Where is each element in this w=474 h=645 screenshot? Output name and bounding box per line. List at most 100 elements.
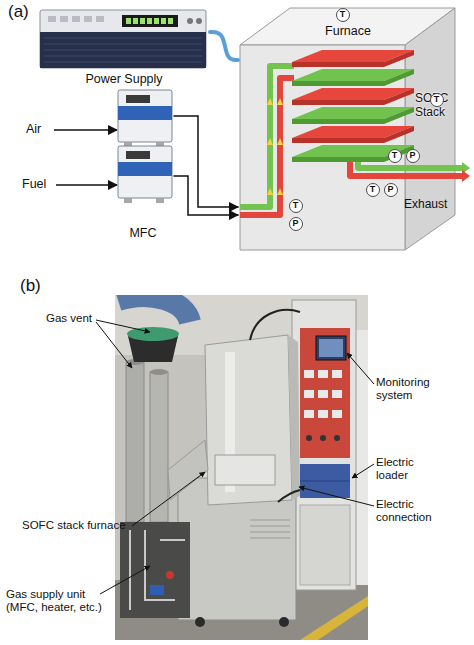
node-label: P: [385, 184, 396, 195]
stack-cabinet: [250, 538, 290, 539]
part-label: Gas supply unit (MFC, heater, etc.): [6, 588, 116, 614]
furnace-outline: [277, 188, 283, 195]
power-supply-drawing: [44, 62, 202, 63]
exhaust-chimneys: [126, 359, 208, 522]
leader-lines: [347, 353, 374, 384]
stack-cabinet: [195, 617, 205, 627]
mfc-drawing: [126, 95, 150, 103]
node-label: P: [407, 150, 418, 161]
monitoring-rack: [300, 328, 350, 458]
furnace-outline: [240, 78, 294, 215]
monitoring-rack: [334, 435, 340, 441]
gas-supply-unit: [130, 530, 185, 610]
stack-plates: [292, 138, 384, 143]
power-supply-drawing: [161, 18, 166, 24]
part-label: SOFC stack furnace: [22, 519, 147, 532]
lab-photo: [300, 596, 368, 640]
part-label: Monitoring system: [376, 376, 448, 402]
gas-supply-unit: [120, 522, 190, 618]
stack-cabinet: [250, 520, 290, 521]
leader-lines: [96, 322, 132, 368]
leader-lines: [96, 320, 150, 332]
sensor-circle: T: [430, 93, 444, 107]
cables: [250, 310, 300, 340]
monitoring-rack: [332, 410, 342, 418]
mfc-drawing: [118, 162, 172, 176]
sensor-circle: P: [384, 183, 398, 197]
vent-hood: [118, 296, 190, 322]
node-label: Furnace: [318, 24, 378, 38]
sensor-circle: T: [336, 8, 350, 22]
sensor-circle: T: [366, 183, 380, 197]
sofc-stack: SOFC Stack: [288, 48, 448, 198]
furnace-box: FurnaceSOFC StackTTTPTPTP: [238, 6, 460, 254]
exhaust-chimneys: [150, 369, 168, 375]
monitoring-rack: [306, 435, 312, 441]
monitoring-rack: [292, 300, 356, 590]
sensor-circle: P: [406, 149, 420, 163]
power-supply-drawing: [48, 16, 56, 22]
leader-lines: [132, 472, 205, 526]
power-supply-drawing: [44, 50, 202, 51]
mfc-drawing: [118, 106, 172, 120]
mfc-drawing: [156, 198, 164, 203]
mfc-drawing: [118, 90, 172, 142]
sensor-circle: P: [289, 217, 303, 231]
monitoring-rack: [318, 370, 328, 378]
panel-letter: (b): [20, 276, 41, 296]
part-label: Electric loader: [376, 456, 438, 482]
power-supply-drawing: [196, 18, 202, 24]
part-label: Gas vent: [46, 312, 92, 325]
power-cable: [210, 32, 238, 60]
exhaust-chimneys: [126, 362, 144, 522]
gas-input-label: Fuel: [22, 177, 46, 191]
node-label: T: [290, 200, 301, 211]
node-label: P: [290, 218, 301, 229]
exhaust-chimneys: [150, 372, 168, 522]
exhaust-label: Exhaust: [404, 198, 447, 212]
monitoring-rack: [332, 370, 342, 378]
monitoring-rack: [316, 336, 346, 360]
monitoring-rack: [304, 410, 314, 418]
power-supply-drawing: [168, 18, 173, 24]
power-supply-drawing: [133, 18, 138, 24]
mfc-drawing: [124, 198, 132, 203]
monitoring-rack: [292, 300, 356, 590]
power-supply-drawing: [72, 16, 80, 22]
mfc-drawing: [112, 86, 174, 246]
gas-supply-unit: [120, 522, 190, 618]
monitoring-rack: [318, 410, 328, 418]
stack-plates: [384, 50, 414, 67]
power-supply-drawing: [60, 16, 68, 22]
stack-plates: [288, 48, 448, 198]
node-label: T: [337, 9, 348, 20]
lab-photo: [115, 295, 368, 640]
node-label: T: [389, 150, 400, 161]
monitoring-rack: [319, 339, 343, 357]
leader-lines: [352, 464, 374, 478]
power-supply-drawing: [40, 32, 206, 68]
fuel-supply-line: [174, 176, 238, 215]
air-supply-line: [174, 116, 238, 207]
power-supply-drawing: [44, 38, 202, 39]
furnace-outline: [267, 138, 273, 145]
furnace-outline: [240, 66, 294, 207]
lab-photo: [356, 330, 368, 585]
power-supply-drawing: [154, 18, 159, 24]
cables: [250, 310, 300, 502]
monitoring-rack: [320, 435, 326, 441]
monitoring-rack: [300, 464, 350, 498]
panel-letter: (a): [8, 2, 29, 22]
cables: [278, 490, 300, 502]
monitoring-rack: [318, 390, 328, 398]
power-supply-drawing: [187, 18, 193, 24]
monitoring-rack: [300, 481, 350, 482]
furnace-housing: [205, 335, 292, 505]
stack-plates: [384, 126, 414, 143]
stack-plates: [292, 100, 384, 105]
furnace-housing: [288, 335, 300, 500]
monitoring-rack: [304, 390, 314, 398]
sensor-circle: T: [289, 199, 303, 213]
gas-input-label: Air: [26, 122, 41, 136]
